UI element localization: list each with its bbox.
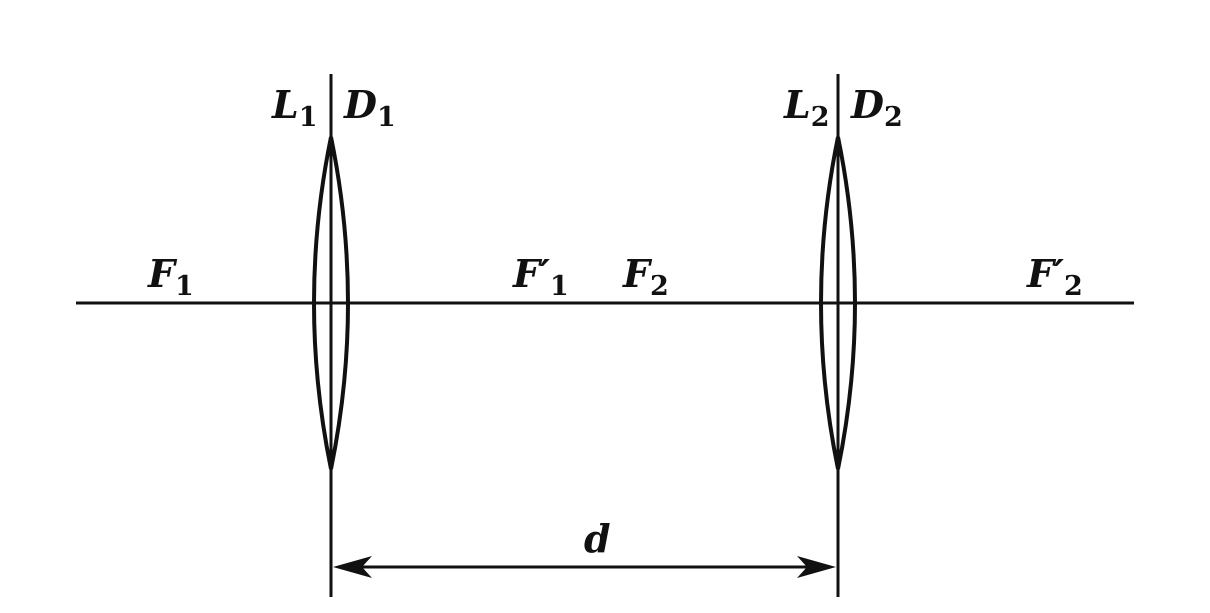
focus-2-prime-label: F′2 [1026, 251, 1083, 302]
stop-2-label: D2 [850, 82, 903, 133]
separation-arrowhead-left [333, 556, 372, 578]
lens-2-label: L2 [783, 82, 830, 133]
focus-1-prime-label: F′1 [512, 251, 569, 302]
stop-1-label: D1 [343, 82, 396, 133]
separation-arrowhead-right [797, 556, 836, 578]
lens-1-shape [312, 136, 350, 470]
separation-label: d [584, 516, 611, 561]
lens-1-label: L1 [271, 82, 318, 133]
lens-2-shape [819, 136, 857, 470]
focus-2-label: F2 [622, 251, 669, 302]
focus-1-label: F1 [147, 251, 194, 302]
